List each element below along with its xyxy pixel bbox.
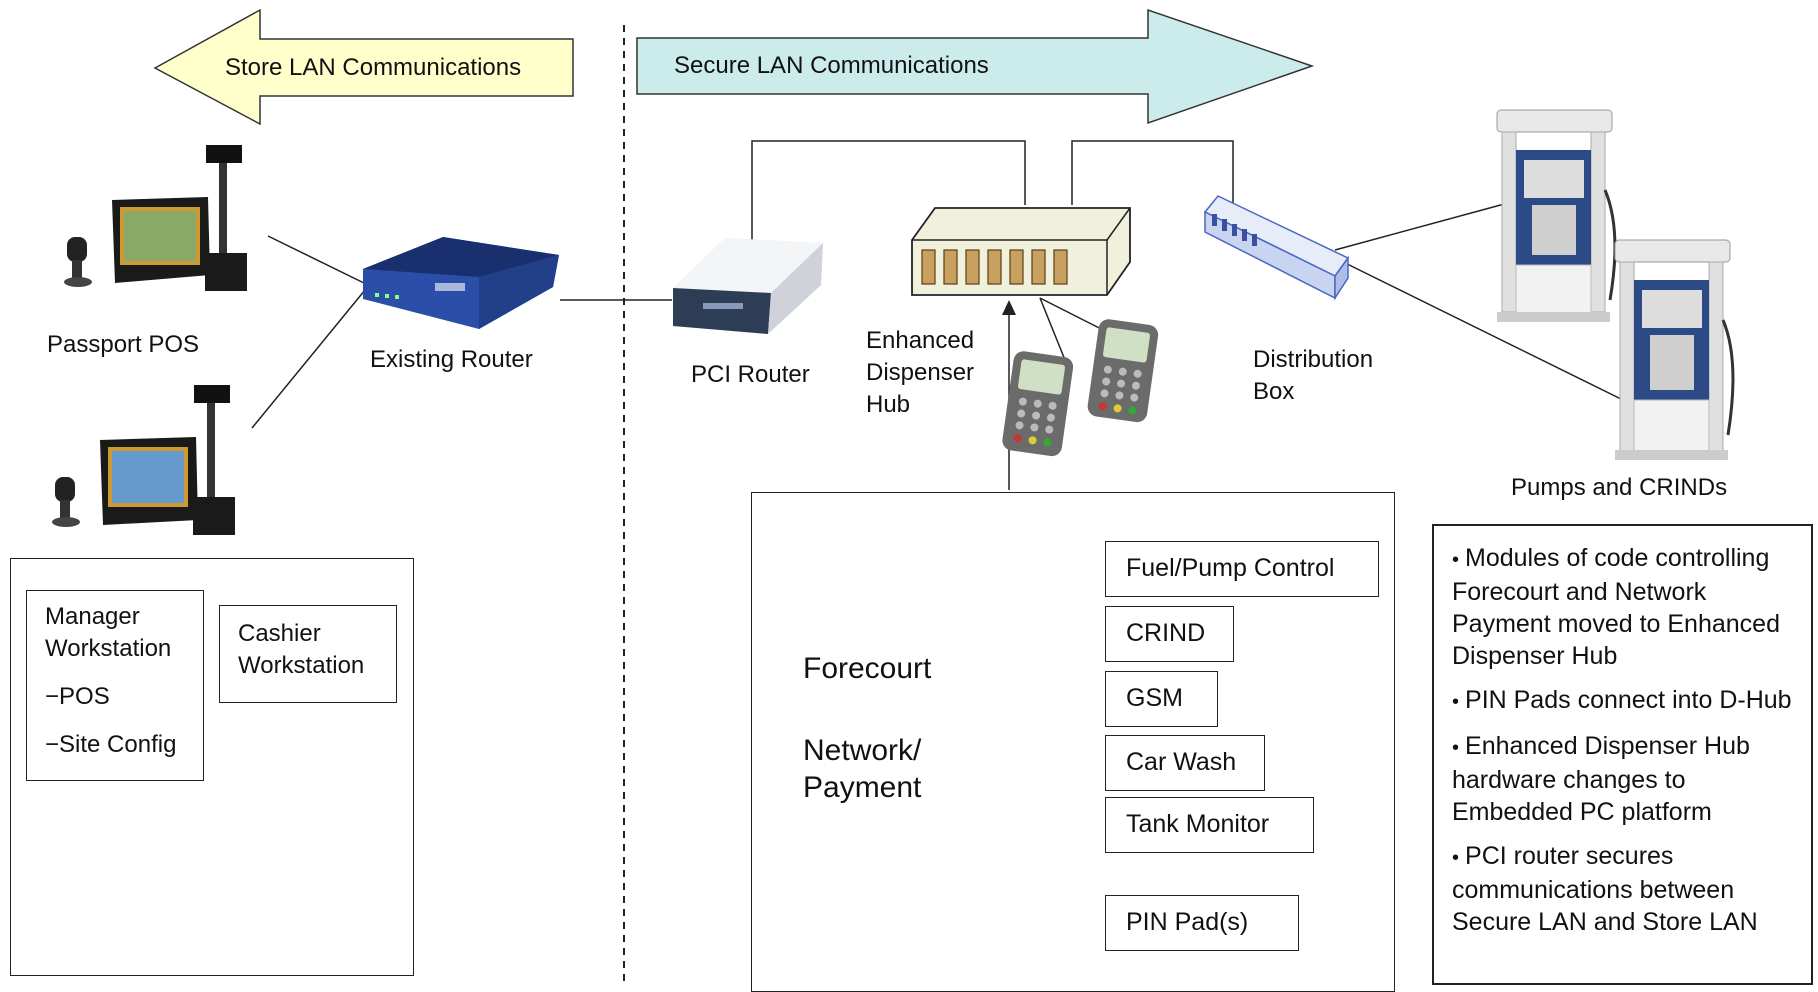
network-payment-label: Network/ Payment	[803, 734, 922, 804]
existing-router-label: Existing Router	[370, 346, 533, 373]
manager-workstation-box: Manager Workstation −POS −Site Config	[26, 590, 204, 781]
store-lan-arrow	[153, 8, 574, 126]
notes-box: •Modules of code controlling Forecourt a…	[1432, 524, 1813, 985]
manager-site-config-item: −Site Config	[45, 731, 177, 758]
secure-lan-label: Secure LAN Communications	[674, 52, 989, 79]
cashier-workstation-box: Cashier Workstation	[219, 605, 397, 703]
pin-pad-1	[1002, 351, 1074, 457]
manager-workstation-label: Manager Workstation	[45, 603, 172, 662]
secure-lan-arrow	[636, 8, 1315, 125]
pin-pad-2	[1087, 319, 1159, 423]
manager-pos-item: −POS	[45, 683, 110, 710]
enhanced-hub-label: Enhanced Dispenser Hub	[866, 327, 975, 418]
pos2-router-line	[251, 289, 366, 429]
module-fuel-pump-control: Fuel/Pump Control	[1105, 541, 1379, 597]
pos-terminal-1	[64, 145, 247, 291]
cashier-workstation-label: Cashier Workstation	[238, 620, 365, 679]
pci-router	[673, 238, 823, 334]
pos1-router-line	[267, 235, 369, 286]
note-1: •Modules of code controlling Forecourt a…	[1452, 544, 1780, 670]
module-pin-pads: PIN Pad(s)	[1105, 895, 1299, 951]
enhanced-dispenser-hub	[911, 207, 1131, 296]
distribution-box-label: Distribution Box	[1253, 346, 1374, 405]
hub-pinpad1-line	[1039, 297, 1066, 361]
module-crind: CRIND	[1105, 606, 1234, 662]
module-gsm: GSM	[1105, 671, 1218, 727]
distribution-pump1-line	[1334, 202, 1509, 251]
pci-hub-line	[751, 140, 1026, 240]
forecourt-label: Forecourt	[803, 652, 932, 685]
module-car-wash: Car Wash	[1105, 735, 1265, 791]
note-2: •PIN Pads connect into D-Hub	[1452, 686, 1792, 714]
distribution-pump2-line	[1334, 257, 1624, 401]
passport-pos-label: Passport POS	[47, 331, 200, 358]
note-4: •PCI router secures communications betwe…	[1452, 842, 1758, 936]
distribution-box	[1203, 195, 1350, 301]
pos-terminal-2	[52, 385, 235, 535]
note-3: •Enhanced Dispenser Hub hardware changes…	[1452, 732, 1750, 826]
hub-distribution-line	[1071, 140, 1234, 205]
modules-to-hub-arrowhead	[1002, 300, 1016, 315]
pci-router-label: PCI Router	[691, 361, 810, 388]
store-lan-label: Store LAN Communications	[225, 54, 522, 81]
module-tank-monitor: Tank Monitor	[1105, 797, 1314, 853]
existing-router	[363, 237, 559, 329]
pumps-label: Pumps and CRINDs	[1511, 474, 1728, 501]
pump-2	[1614, 239, 1735, 460]
pump-1	[1496, 109, 1617, 322]
